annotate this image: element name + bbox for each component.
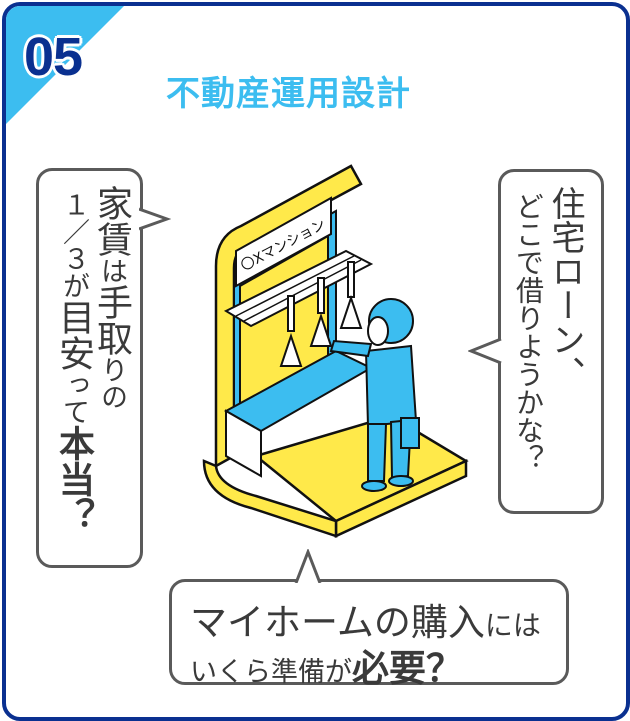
train-illustration: 〇Xマンション xyxy=(202,164,469,538)
corner-accent xyxy=(6,6,124,124)
text-segment: が xyxy=(58,272,89,299)
text-segment: 本当？ xyxy=(53,425,94,533)
text-segment: いくら準備が xyxy=(190,657,352,688)
bubble-line1: マイホームの購入には xyxy=(190,592,541,646)
text-segment: って xyxy=(58,371,89,425)
bubble-text-col1: 家賃は手取りの xyxy=(91,185,132,410)
step-number: 05 xyxy=(24,27,83,87)
bubble-tail-left xyxy=(139,207,171,231)
bubble-text-col1: 住宅ローン、 xyxy=(545,186,585,390)
text-segment: には xyxy=(484,609,541,642)
page-title: 不動産運用設計 xyxy=(166,74,411,114)
text-segment: 家賃 xyxy=(91,185,132,257)
text-segment: 手取 xyxy=(91,284,132,356)
bubble-tail-right xyxy=(468,337,502,365)
bubble-text-col2: どこで借りようかな？ xyxy=(512,192,545,472)
speech-bubble-home: マイホームの購入には いくら準備が必要？ xyxy=(169,579,569,690)
bubble-line2: いくら準備が必要？ xyxy=(190,638,463,692)
speech-bubble-loan: 住宅ローン、 どこで借りようかな？ xyxy=(498,169,604,514)
text-segment: りの xyxy=(96,356,127,410)
text-segment: 目安 xyxy=(53,299,94,371)
bubble-tail-bottom xyxy=(294,549,322,583)
text-segment: は xyxy=(96,257,127,284)
bubble-text-col2: １／３が目安って本当？ xyxy=(53,191,94,533)
speech-bubble-rent: 家賃は手取りの １／３が目安って本当？ xyxy=(36,168,143,568)
text-segment: マイホームの購入 xyxy=(190,601,485,644)
text-segment: １／３ xyxy=(58,191,89,272)
text-segment: 必要？ xyxy=(352,647,463,690)
